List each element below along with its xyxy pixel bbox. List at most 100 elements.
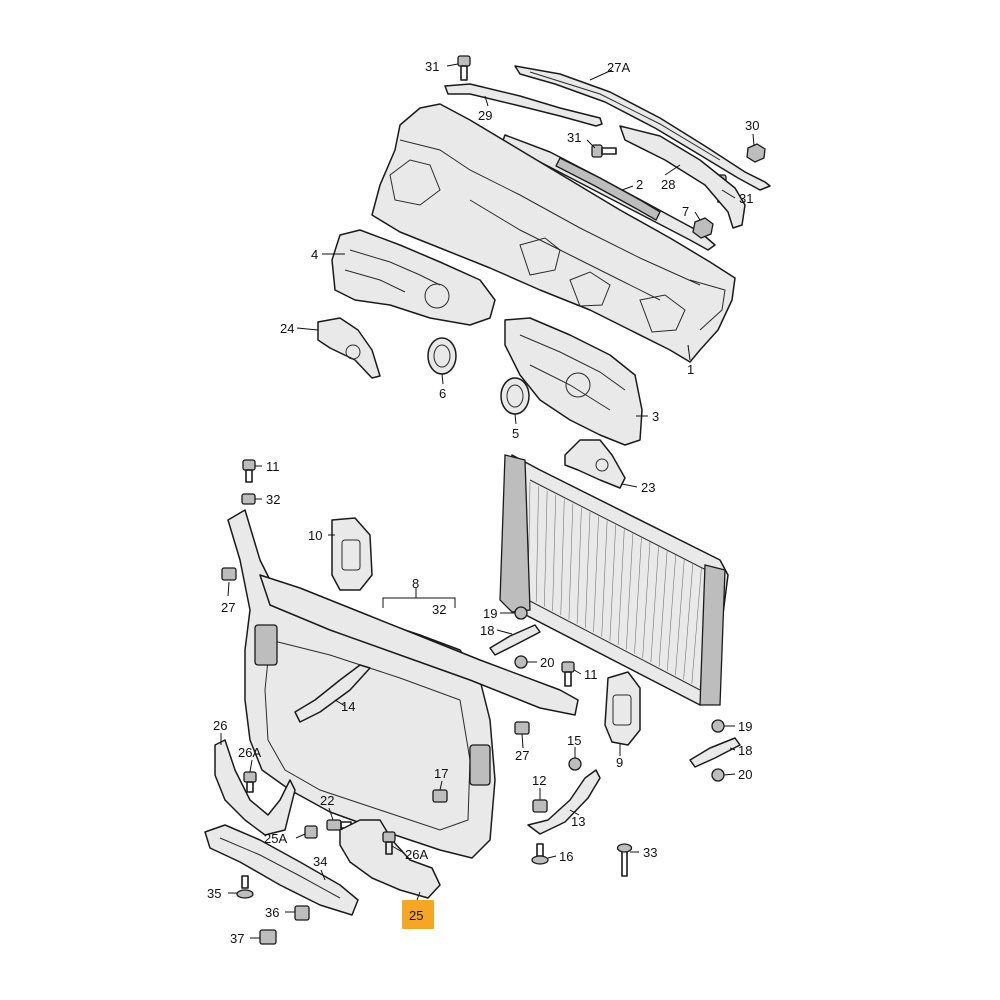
label-4: 4 <box>311 247 318 262</box>
label-14: 14 <box>341 699 355 714</box>
radiator-fin-line <box>576 507 582 624</box>
label-18: 18 <box>738 743 752 758</box>
radiator-fin-line <box>601 520 608 637</box>
label-10: 10 <box>308 528 322 543</box>
bracket-24 <box>317 317 381 379</box>
bolt-26A-right <box>382 831 396 855</box>
bolt-31-mid <box>591 144 617 158</box>
radiator-fin-line <box>593 516 599 633</box>
label-20: 20 <box>540 655 554 670</box>
radiator-fin-line <box>650 546 659 663</box>
lower-rail-34 <box>204 824 359 916</box>
bolt-31-top <box>457 55 471 81</box>
deflector-strip-2 <box>501 134 716 251</box>
label-20: 20 <box>738 767 752 782</box>
radiator-fin-line <box>585 511 591 629</box>
label-33: 33 <box>643 845 657 860</box>
bolt-35 <box>236 875 254 899</box>
label-31: 31 <box>425 59 439 74</box>
rivet-33 <box>616 843 633 877</box>
label-16: 16 <box>559 849 573 864</box>
label-18: 18 <box>480 623 494 638</box>
radiator-fin-line <box>658 550 668 667</box>
label-25A: 25A <box>264 831 287 846</box>
label-6: 6 <box>439 386 446 401</box>
label-11: 11 <box>266 459 280 474</box>
label-11: 11 <box>584 667 598 682</box>
radiator-fin-line <box>675 559 685 676</box>
mount-18-right <box>689 719 741 782</box>
radiator-fin-line <box>691 567 702 684</box>
strut-14 <box>294 664 371 723</box>
label-23: 23 <box>641 480 655 495</box>
radiator-fin-line <box>552 494 557 611</box>
label-26: 26 <box>213 718 227 733</box>
insulation-panel-3 <box>504 317 643 446</box>
bracket-26 <box>214 739 296 836</box>
bracket-25 <box>339 819 441 899</box>
label-32: 32 <box>432 602 446 617</box>
label-36: 36 <box>265 905 279 920</box>
bracket-23 <box>564 439 626 489</box>
radiator-fin-line <box>625 533 634 650</box>
label-31: 31 <box>567 130 581 145</box>
plenum-panel-1 <box>371 103 736 363</box>
label-37: 37 <box>230 931 244 946</box>
label-30: 30 <box>745 118 759 133</box>
radiator-fin-line <box>617 529 625 646</box>
label-12: 12 <box>532 773 546 788</box>
radiator-fin-line <box>666 554 677 671</box>
label-32: 32 <box>266 492 280 507</box>
label-7: 7 <box>682 204 689 219</box>
label-27: 27 <box>221 600 235 615</box>
cowl-strip-part <box>514 65 771 191</box>
strut-13 <box>527 769 601 835</box>
label-25-highlighted: 25 <box>409 908 423 923</box>
label-34: 34 <box>313 854 327 869</box>
bolt-11-left <box>242 459 256 483</box>
label-5: 5 <box>512 426 519 441</box>
insulation-panel-4 <box>331 229 496 326</box>
label-9: 9 <box>616 755 623 770</box>
bracket-strip-28 <box>619 125 746 229</box>
clip-12 <box>532 799 548 813</box>
label-22: 22 <box>320 793 334 808</box>
plate-9 <box>604 671 641 746</box>
label-29: 29 <box>478 108 492 123</box>
label-31: 31 <box>739 191 753 206</box>
label-28: 28 <box>661 177 675 192</box>
label-19: 19 <box>483 606 497 621</box>
label-26A: 26A <box>405 847 428 862</box>
radiator-fin-line <box>544 490 548 607</box>
upper-crossbar <box>259 574 579 716</box>
grommet-5 <box>500 377 530 415</box>
radiator-fin-line <box>560 499 565 616</box>
highlight-box-25 <box>402 900 434 929</box>
radiator-fin-line <box>634 537 642 654</box>
label-35: 35 <box>207 886 221 901</box>
radiator-fin-line <box>642 541 651 659</box>
bolt-25A <box>304 825 318 839</box>
label-17: 17 <box>434 766 448 781</box>
radiator-fin-line <box>609 524 617 641</box>
radiator-core <box>499 454 729 706</box>
label-15: 15 <box>567 733 581 748</box>
label-2: 2 <box>636 177 643 192</box>
nut-7 <box>692 217 714 239</box>
callout-labels: 31 27A 29 30 31 2 28 31 7 4 24 6 1 5 3 2… <box>207 59 759 946</box>
bolt-16 <box>531 843 549 865</box>
label-24: 24 <box>280 321 294 336</box>
label-27A: 27A <box>607 60 630 75</box>
upper-strip-part <box>444 83 603 127</box>
grommet-6 <box>427 337 457 375</box>
label-3: 3 <box>652 409 659 424</box>
clip-36 <box>294 905 310 921</box>
label-19: 19 <box>738 719 752 734</box>
bolt-11-right <box>561 661 575 687</box>
radiator-fin-line <box>683 563 694 680</box>
label-27: 27 <box>515 748 529 763</box>
leader-lines <box>220 63 755 939</box>
cap-15 <box>568 757 582 771</box>
bolt-26A-left <box>243 771 257 793</box>
